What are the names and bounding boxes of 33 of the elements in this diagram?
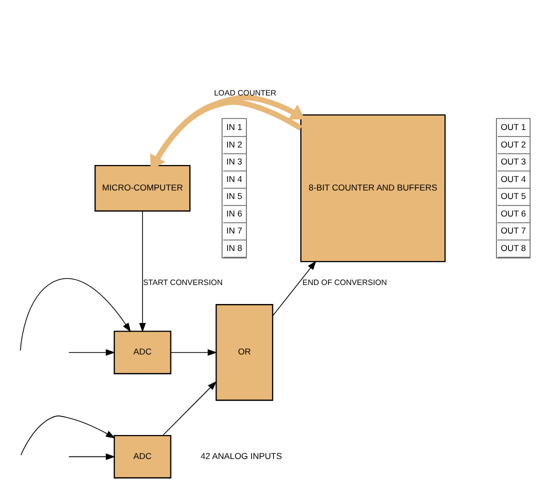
arrow [170, 349, 218, 356]
node-box: OR [216, 304, 274, 401]
label: IN 3 [226, 156, 242, 167]
label: IN 1 [226, 122, 242, 132]
arrow [20, 416, 116, 456]
label: OUT 4 [500, 174, 526, 184]
arrow [139, 210, 146, 332]
edge-label: START CONVERSION [143, 278, 223, 288]
label: OUT 5 [500, 191, 526, 202]
edge-label: LOAD COUNTER [214, 88, 276, 98]
node-box: ADC [114, 434, 172, 478]
label: OUT 1 [500, 122, 526, 132]
label: OUT 3 [500, 156, 526, 167]
label: OUT 2 [500, 139, 526, 150]
label: IN 5 [226, 191, 242, 202]
label: IN 6 [226, 208, 242, 218]
label: IN 4 [226, 174, 242, 184]
node-box: MICRO-COMPUTER [94, 164, 191, 212]
arrow [68, 349, 116, 356]
node-box: 8-BIT COUNTER AND BUFFERS [300, 114, 446, 262]
arrow [68, 453, 116, 460]
label: IN 7 [226, 226, 242, 236]
label: OUT 6 [500, 208, 526, 218]
label: OUT 8 [500, 242, 526, 253]
label: IN 2 [226, 139, 242, 150]
edge-label: END OF CONVERSION [302, 278, 387, 288]
arrow [20, 278, 131, 352]
label: OUT 7 [500, 226, 526, 236]
label: 42 ANALOG INPUTS [200, 450, 282, 461]
arrow [162, 381, 217, 436]
label: IN 8 [226, 242, 242, 253]
node-box: ADC [114, 330, 172, 374]
arrow [272, 260, 316, 316]
